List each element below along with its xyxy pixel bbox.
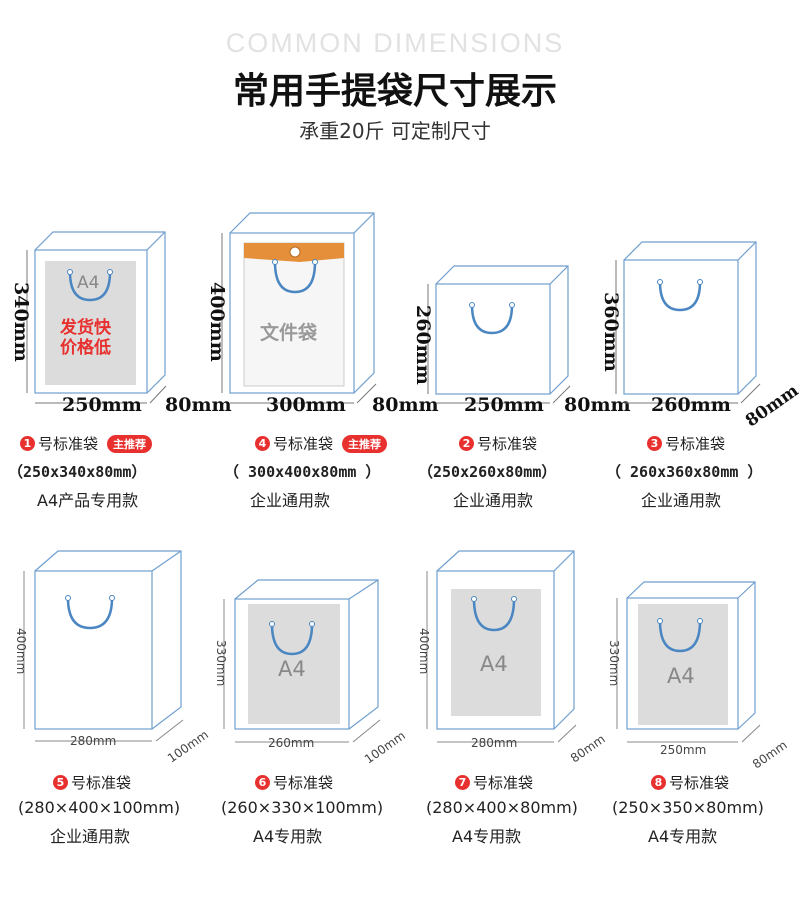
bag-8-height: 330mm xyxy=(607,640,621,687)
bag-1-name: 号标准袋 xyxy=(38,435,99,453)
bag-8-width: 250mm xyxy=(660,743,707,757)
bag-2-depth: 80mm xyxy=(564,394,631,416)
bag-5-number: 5 xyxy=(53,775,68,790)
bag-2-title: 2 号标准袋 xyxy=(459,433,537,454)
bag-1-title: 1 号标准袋 主推荐 xyxy=(20,433,153,454)
bag-8-name: 号标准袋 xyxy=(669,774,730,792)
bag-5-width: 280mm xyxy=(70,734,117,748)
bag-4-width: 300mm xyxy=(266,394,346,416)
bag-7-title: 7 号标准袋 xyxy=(455,772,533,793)
bag-6-number: 6 xyxy=(255,775,270,790)
bag-2-width: 250mm xyxy=(464,394,544,416)
bag-7-a4-label: A4 xyxy=(480,652,508,676)
bag-1-depth: 80mm xyxy=(165,394,232,416)
bag-3-spec: （ 260x360x80mm ） xyxy=(606,463,763,481)
bag-2-number: 2 xyxy=(459,436,474,451)
bag-1-a4-label: A4 xyxy=(77,273,100,293)
bag-3-name: 号标准袋 xyxy=(665,435,726,453)
bag-6-note: A4专用款 xyxy=(253,827,323,846)
bag-3-note: 企业通用款 xyxy=(641,491,722,510)
title-english: COMMON DIMENSIONS xyxy=(225,28,565,58)
bag-1-promo-text: 发货快价格低 xyxy=(60,318,111,358)
bag-7-width: 280mm xyxy=(471,736,518,750)
bag-7-spec: (280×400×80mm) xyxy=(426,798,578,817)
bag-1-number: 1 xyxy=(20,436,35,451)
bag-3-title: 3 号标准袋 xyxy=(647,433,725,454)
bag-8-note: A4专用款 xyxy=(648,827,718,846)
bag-8-spec: (250×350×80mm) xyxy=(612,798,764,817)
bag-7-number: 7 xyxy=(455,775,470,790)
bag-5-spec: (280×400×100mm) xyxy=(18,798,181,817)
bag-1-note: A4产品专用款 xyxy=(37,491,139,510)
bag-8-a4-label: A4 xyxy=(667,664,695,688)
page-subtitle: 承重20斤 可定制尺寸 xyxy=(299,119,491,143)
bag-4-number: 4 xyxy=(255,436,270,451)
bag-4-name: 号标准袋 xyxy=(273,435,334,453)
bag-6-a4-label: A4 xyxy=(278,657,306,681)
bag-4-depth: 80mm xyxy=(372,394,439,416)
bag-5-note: 企业通用款 xyxy=(50,827,131,846)
bag-5-title: 5 号标准袋 xyxy=(53,772,131,793)
bag-8-number: 8 xyxy=(651,775,666,790)
bag-1-promo-line-2: 价格低 xyxy=(60,338,111,358)
bag-4-note: 企业通用款 xyxy=(250,491,331,510)
bag-1-spec: （250x340x80mm） xyxy=(8,463,147,481)
bag-6-spec: (260×330×100mm) xyxy=(221,798,384,817)
bag-6-title: 6 号标准袋 xyxy=(255,772,333,793)
bag-2-note: 企业通用款 xyxy=(453,491,534,510)
bag-2-name: 号标准袋 xyxy=(477,435,538,453)
bag-1-width: 250mm xyxy=(62,394,142,416)
bag-6-width: 260mm xyxy=(268,736,315,750)
bag-4-spec: （ 300x400x80mm ） xyxy=(224,463,381,481)
bag-5-name: 号标准袋 xyxy=(71,774,132,792)
bag-8-title: 8 号标准袋 xyxy=(651,772,729,793)
bag-4-recommend-badge: 主推荐 xyxy=(342,434,388,453)
bag-3-width: 260mm xyxy=(651,394,731,416)
bag-4-file-label: 文件袋 xyxy=(260,322,318,344)
bag-6-name: 号标准袋 xyxy=(273,774,334,792)
bag-7-note: A4专用款 xyxy=(452,827,522,846)
bag-7-name: 号标准袋 xyxy=(473,774,534,792)
bag-4-title: 4 号标准袋 主推荐 xyxy=(255,433,388,454)
page-title: 常用手提袋尺寸展示 xyxy=(232,71,557,112)
bag-1-promo-line: 发货快 xyxy=(60,318,111,338)
bag-3-number: 3 xyxy=(647,436,662,451)
bag-2-spec: （250x260x80mm） xyxy=(418,463,557,481)
bag-1-recommend-badge: 主推荐 xyxy=(107,434,153,453)
